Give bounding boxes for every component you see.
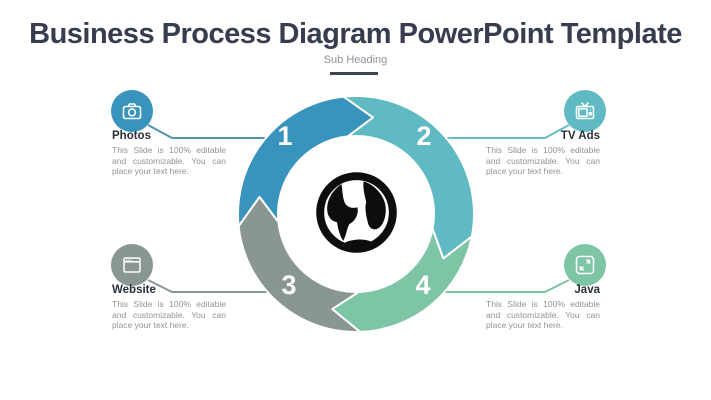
callout-label-java: Java bbox=[574, 284, 600, 296]
java-icon-circle bbox=[564, 244, 606, 286]
segment-number-4: 4 bbox=[415, 270, 430, 300]
callout-desc-tv-ads: This Slide is 100% editable and customiz… bbox=[486, 145, 600, 177]
expand-icon bbox=[575, 255, 595, 275]
segment-number-3: 3 bbox=[281, 270, 296, 300]
globe-icon bbox=[316, 172, 397, 253]
camera-icon bbox=[122, 103, 142, 120]
segment-number-2: 2 bbox=[416, 121, 431, 151]
ring-segment-3 bbox=[237, 195, 362, 333]
callout-label-photos: Photos bbox=[112, 130, 151, 142]
tv-ads-icon-circle bbox=[564, 90, 606, 132]
photos-icon-circle bbox=[111, 90, 153, 132]
connector-tv-ads bbox=[437, 124, 570, 139]
connector-website bbox=[147, 279, 290, 293]
page-title: Business Process Diagram PowerPoint Temp… bbox=[29, 18, 682, 50]
website-icon-circle bbox=[111, 244, 153, 286]
sub-heading: Sub Heading bbox=[323, 54, 388, 66]
connector-java bbox=[428, 279, 570, 293]
tv-icon bbox=[575, 102, 595, 120]
browser-icon bbox=[123, 257, 141, 273]
segment-number-1: 1 bbox=[277, 121, 292, 151]
callout-desc-photos: This Slide is 100% editable and customiz… bbox=[112, 145, 226, 177]
callout-desc-website: This Slide is 100% editable and customiz… bbox=[112, 299, 226, 331]
callout-desc-java: This Slide is 100% editable and customiz… bbox=[486, 299, 600, 331]
callout-label-tv-ads: TV Ads bbox=[560, 130, 600, 142]
callout-label-website: Website bbox=[112, 284, 156, 296]
sub-heading-rule bbox=[330, 72, 378, 75]
connector-photos bbox=[147, 124, 280, 139]
